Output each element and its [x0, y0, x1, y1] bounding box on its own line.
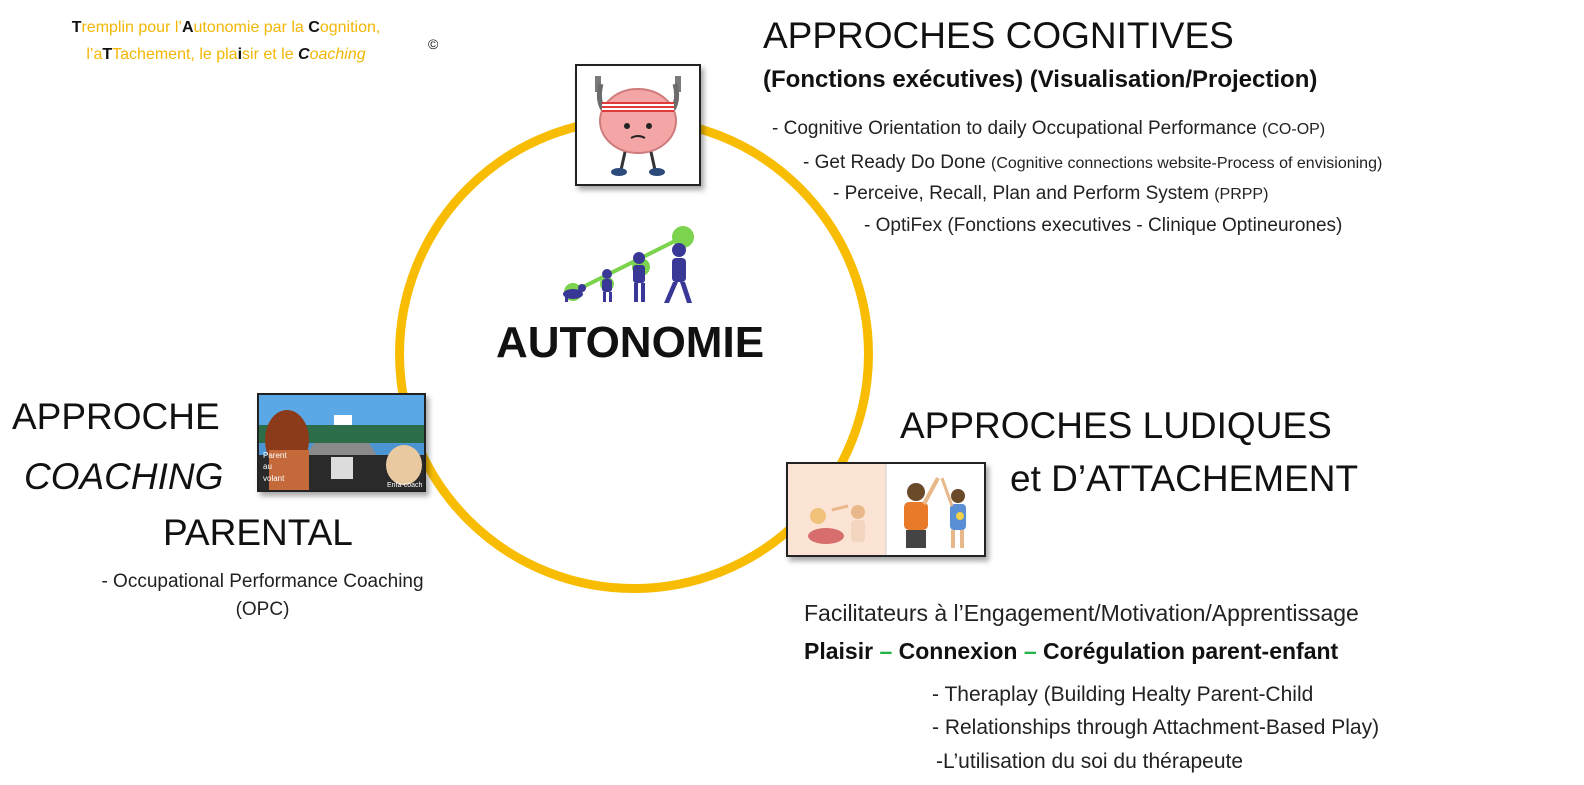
- logo-letter-i: i: [237, 46, 243, 63]
- logo-letter-t: T: [71, 19, 82, 36]
- facilitators-line: Facilitateurs à l’Engagement/Motivation/…: [804, 600, 1359, 626]
- ludique-item: -L’utilisation du soi du thérapeute: [936, 750, 1244, 773]
- ludique-item: - Relationships through Attachment-Based…: [932, 716, 1380, 739]
- plaisir-line: Plaisir – Connexion – Corégulation paren…: [804, 638, 1338, 665]
- car-dashboard-icon: Parent au volant Enfa-coach: [259, 395, 424, 490]
- logo-text-segment: oaching: [309, 46, 366, 63]
- high-five-icon: [788, 464, 984, 555]
- item-small: (PRPP): [1214, 186, 1269, 203]
- item-small: (CO-OP): [1262, 121, 1326, 138]
- opc-line-2: (OPC): [235, 599, 290, 620]
- growth-figures-icon: [563, 226, 694, 303]
- coaching-title-1: APPROCHE: [12, 396, 220, 437]
- brain-workout-image: [575, 64, 701, 186]
- item-main: - OptiFex (Fonctions executives - Cliniq…: [864, 215, 1343, 236]
- item-main: - Perceive, Recall, Plan and Perform Sys…: [833, 183, 1215, 204]
- coregulation-word: Corégulation parent-enfant: [1043, 638, 1339, 664]
- logo-acronym: Tremplin pour l’Autonomie par la Cogniti…: [6, 14, 446, 68]
- parent-driving-image: Parent au volant Enfa-coach: [257, 393, 426, 492]
- logo-letter-c2: C: [298, 46, 310, 63]
- plaisir-word: Plaisir: [804, 638, 874, 664]
- car-label-enfa: Enfa-coach: [387, 482, 423, 489]
- subtitle-text: Fonctions exécutives) (Visualisation/Pro…: [771, 66, 1318, 93]
- attachment-title: et D’ATTACHEMENT: [1010, 458, 1359, 499]
- ludique-title: APPROCHES LUDIQUES: [900, 405, 1332, 446]
- logo-text-segment: ognition,: [319, 19, 381, 36]
- coaching-title-3: PARENTAL: [163, 512, 353, 553]
- item-main: - Cognitive Orientation to daily Occupat…: [772, 118, 1263, 139]
- connexion-word: Connexion: [898, 638, 1018, 664]
- car-label-volant: volant: [263, 474, 285, 483]
- logo-line-2: l’aTTachement, le plaisir et le Coaching: [6, 41, 446, 68]
- brain-icon: [577, 66, 699, 184]
- logo-text-segment: sir et le: [242, 46, 299, 63]
- green-dash: –: [1023, 638, 1037, 664]
- logo-text-segment: l’a: [86, 46, 103, 63]
- cognitive-title: APPROCHES COGNITIVES: [763, 15, 1234, 56]
- logo-letter-t2: T: [102, 46, 113, 63]
- car-label-parent: Parent: [263, 451, 287, 460]
- car-label-au: au: [263, 462, 272, 471]
- logo-text-segment: Tachement, le pla: [112, 46, 238, 63]
- green-dash: –: [879, 638, 893, 664]
- ludique-item: - Theraplay (Building Healty Parent-Chil…: [932, 683, 1314, 706]
- subtitle-paren: (: [763, 66, 771, 93]
- opc-item: - Occupational Performance Coaching (OPC…: [40, 568, 485, 624]
- item-small: (Cognitive connections website-Process o…: [990, 155, 1383, 172]
- opc-line-1: - Occupational Performance Coaching: [101, 571, 424, 592]
- logo-text-segment: remplin pour l’: [81, 19, 182, 36]
- cognitive-item: - Cognitive Orientation to daily Occupat…: [772, 118, 1325, 140]
- logo-letter-a: A: [181, 19, 194, 36]
- logo-text-segment: utonomie par la: [193, 19, 309, 36]
- center-title: AUTONOMIE: [495, 318, 765, 367]
- logo-line-1: Tremplin pour l’Autonomie par la Cogniti…: [6, 14, 446, 41]
- item-main: - Get Ready Do Done: [803, 152, 991, 173]
- coaching-title-2: COACHING: [24, 456, 224, 497]
- cognitive-item: - OptiFex (Fonctions executives - Cliniq…: [864, 215, 1342, 237]
- cognitive-item: - Get Ready Do Done (Cognitive connectio…: [803, 152, 1382, 174]
- cognitive-item: - Perceive, Recall, Plan and Perform Sys…: [833, 183, 1268, 205]
- cognitive-subtitle: (Fonctions exécutives) (Visualisation/Pr…: [763, 66, 1317, 94]
- copyright-symbol: ©: [428, 36, 439, 52]
- logo-letter-c: C: [308, 19, 320, 36]
- parent-child-play-image: [786, 462, 986, 557]
